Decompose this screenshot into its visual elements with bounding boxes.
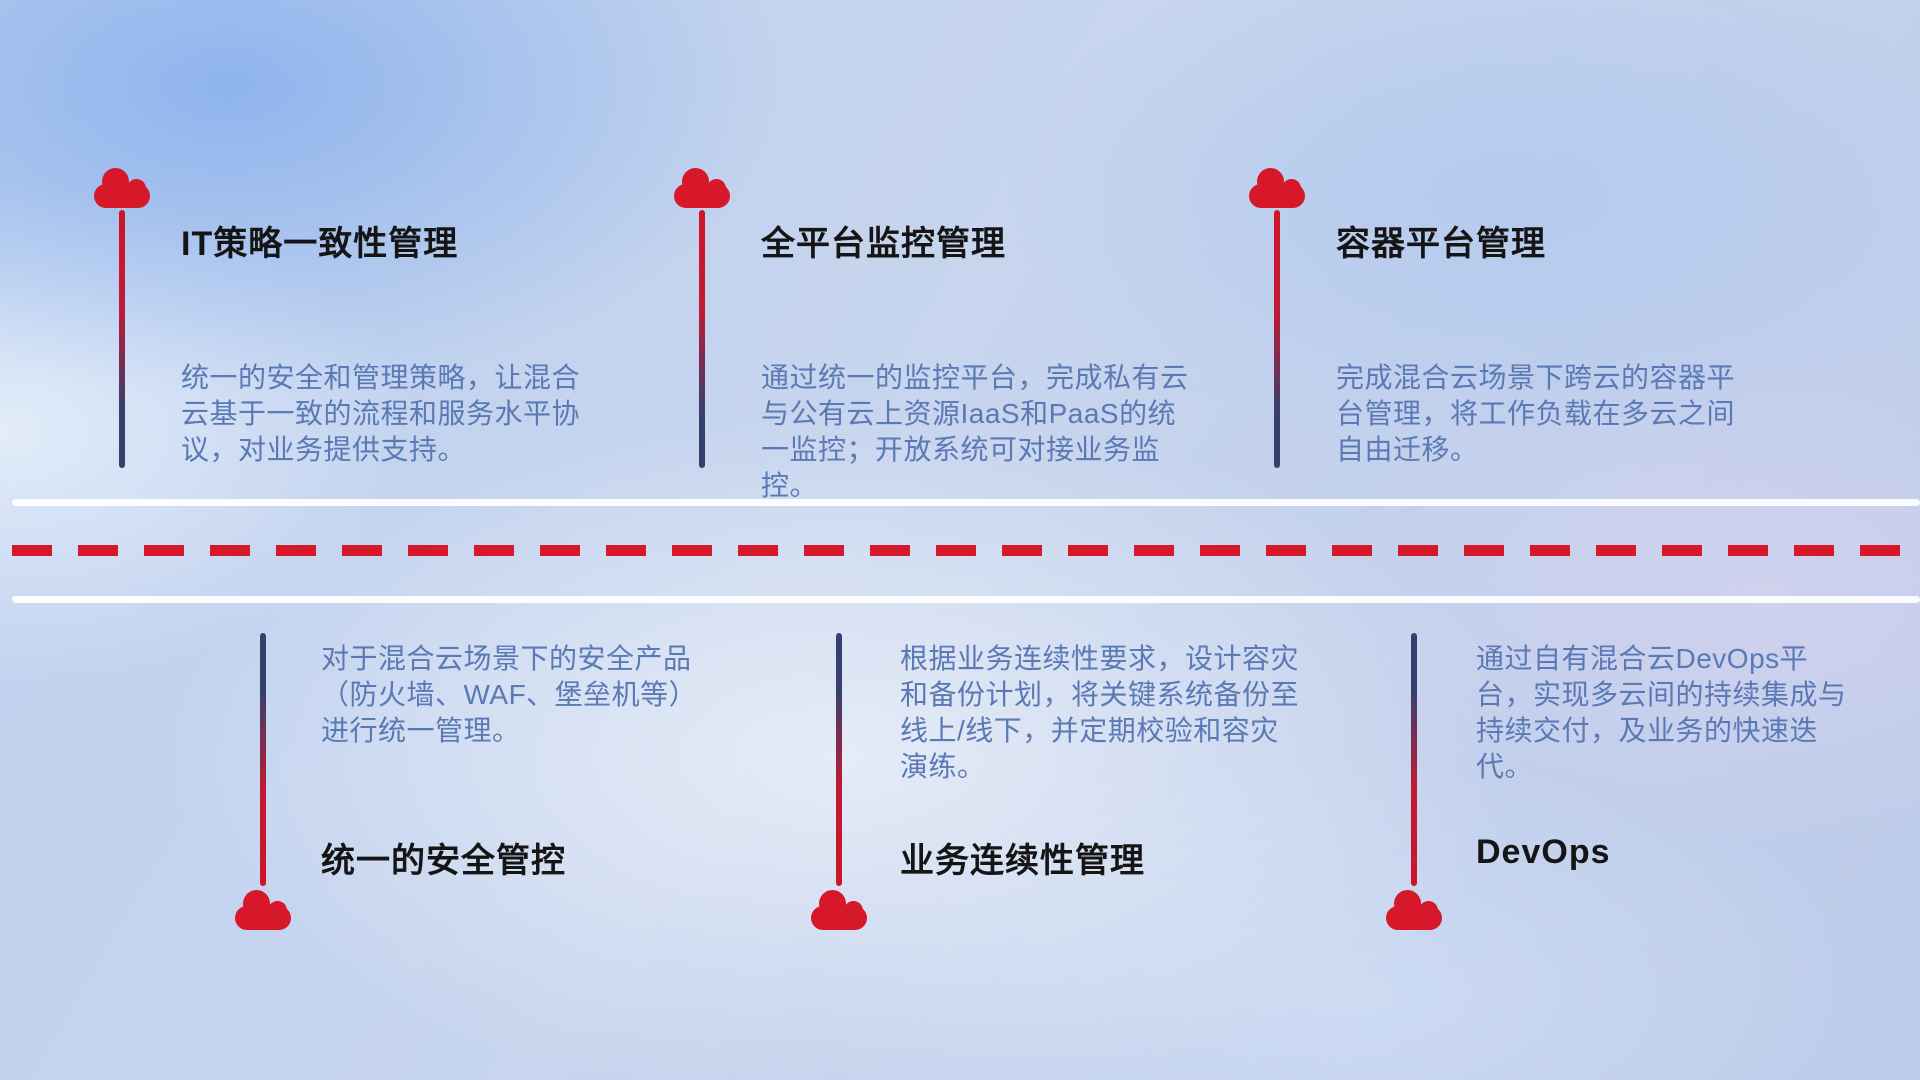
item-description: 根据业务连续性要求，设计容灾和备份计划，将关键系统备份至线上/线下，并定期校验和…	[900, 643, 1300, 782]
item-title: DevOps	[1476, 833, 1611, 871]
connector-line	[836, 633, 842, 886]
item-description: 完成混合云场景下跨云的容器平台管理，将工作负载在多云之间自由迁移。	[1336, 362, 1736, 465]
connector-line	[260, 633, 266, 886]
connector-line	[699, 210, 705, 468]
item-description: 统一的安全和管理策略，让混合云基于一致的流程和服务水平协议，对业务提供支持。	[181, 362, 581, 465]
road-line-top	[12, 499, 1920, 506]
item-description: 对于混合云场景下的安全产品（防火墙、WAF、堡垒机等）进行统一管理。	[321, 643, 698, 746]
cloud-icon	[811, 890, 867, 930]
connector-line	[1411, 633, 1417, 886]
item-description: 通过自有混合云DevOps平台，实现多云间的持续集成与持续交付，及业务的快速迭代…	[1476, 643, 1847, 782]
item-title: IT策略一致性管理	[181, 225, 459, 263]
cloud-icon	[1249, 168, 1305, 208]
item-title: 全平台监控管理	[761, 225, 1006, 263]
connector-line	[119, 210, 125, 468]
item-title: 业务连续性管理	[900, 842, 1145, 880]
road-line-bottom	[12, 596, 1920, 603]
cloud-icon	[235, 890, 291, 930]
road-dashed-line	[12, 545, 1920, 556]
cloud-icon	[674, 168, 730, 208]
cloud-icon	[94, 168, 150, 208]
connector-line	[1274, 210, 1280, 468]
item-title: 容器平台管理	[1336, 225, 1546, 263]
cloud-icon	[1386, 890, 1442, 930]
item-title: 统一的安全管控	[321, 842, 566, 880]
item-description: 通过统一的监控平台，完成私有云与公有云上资源IaaS和PaaS的统一监控；开放系…	[761, 362, 1189, 501]
